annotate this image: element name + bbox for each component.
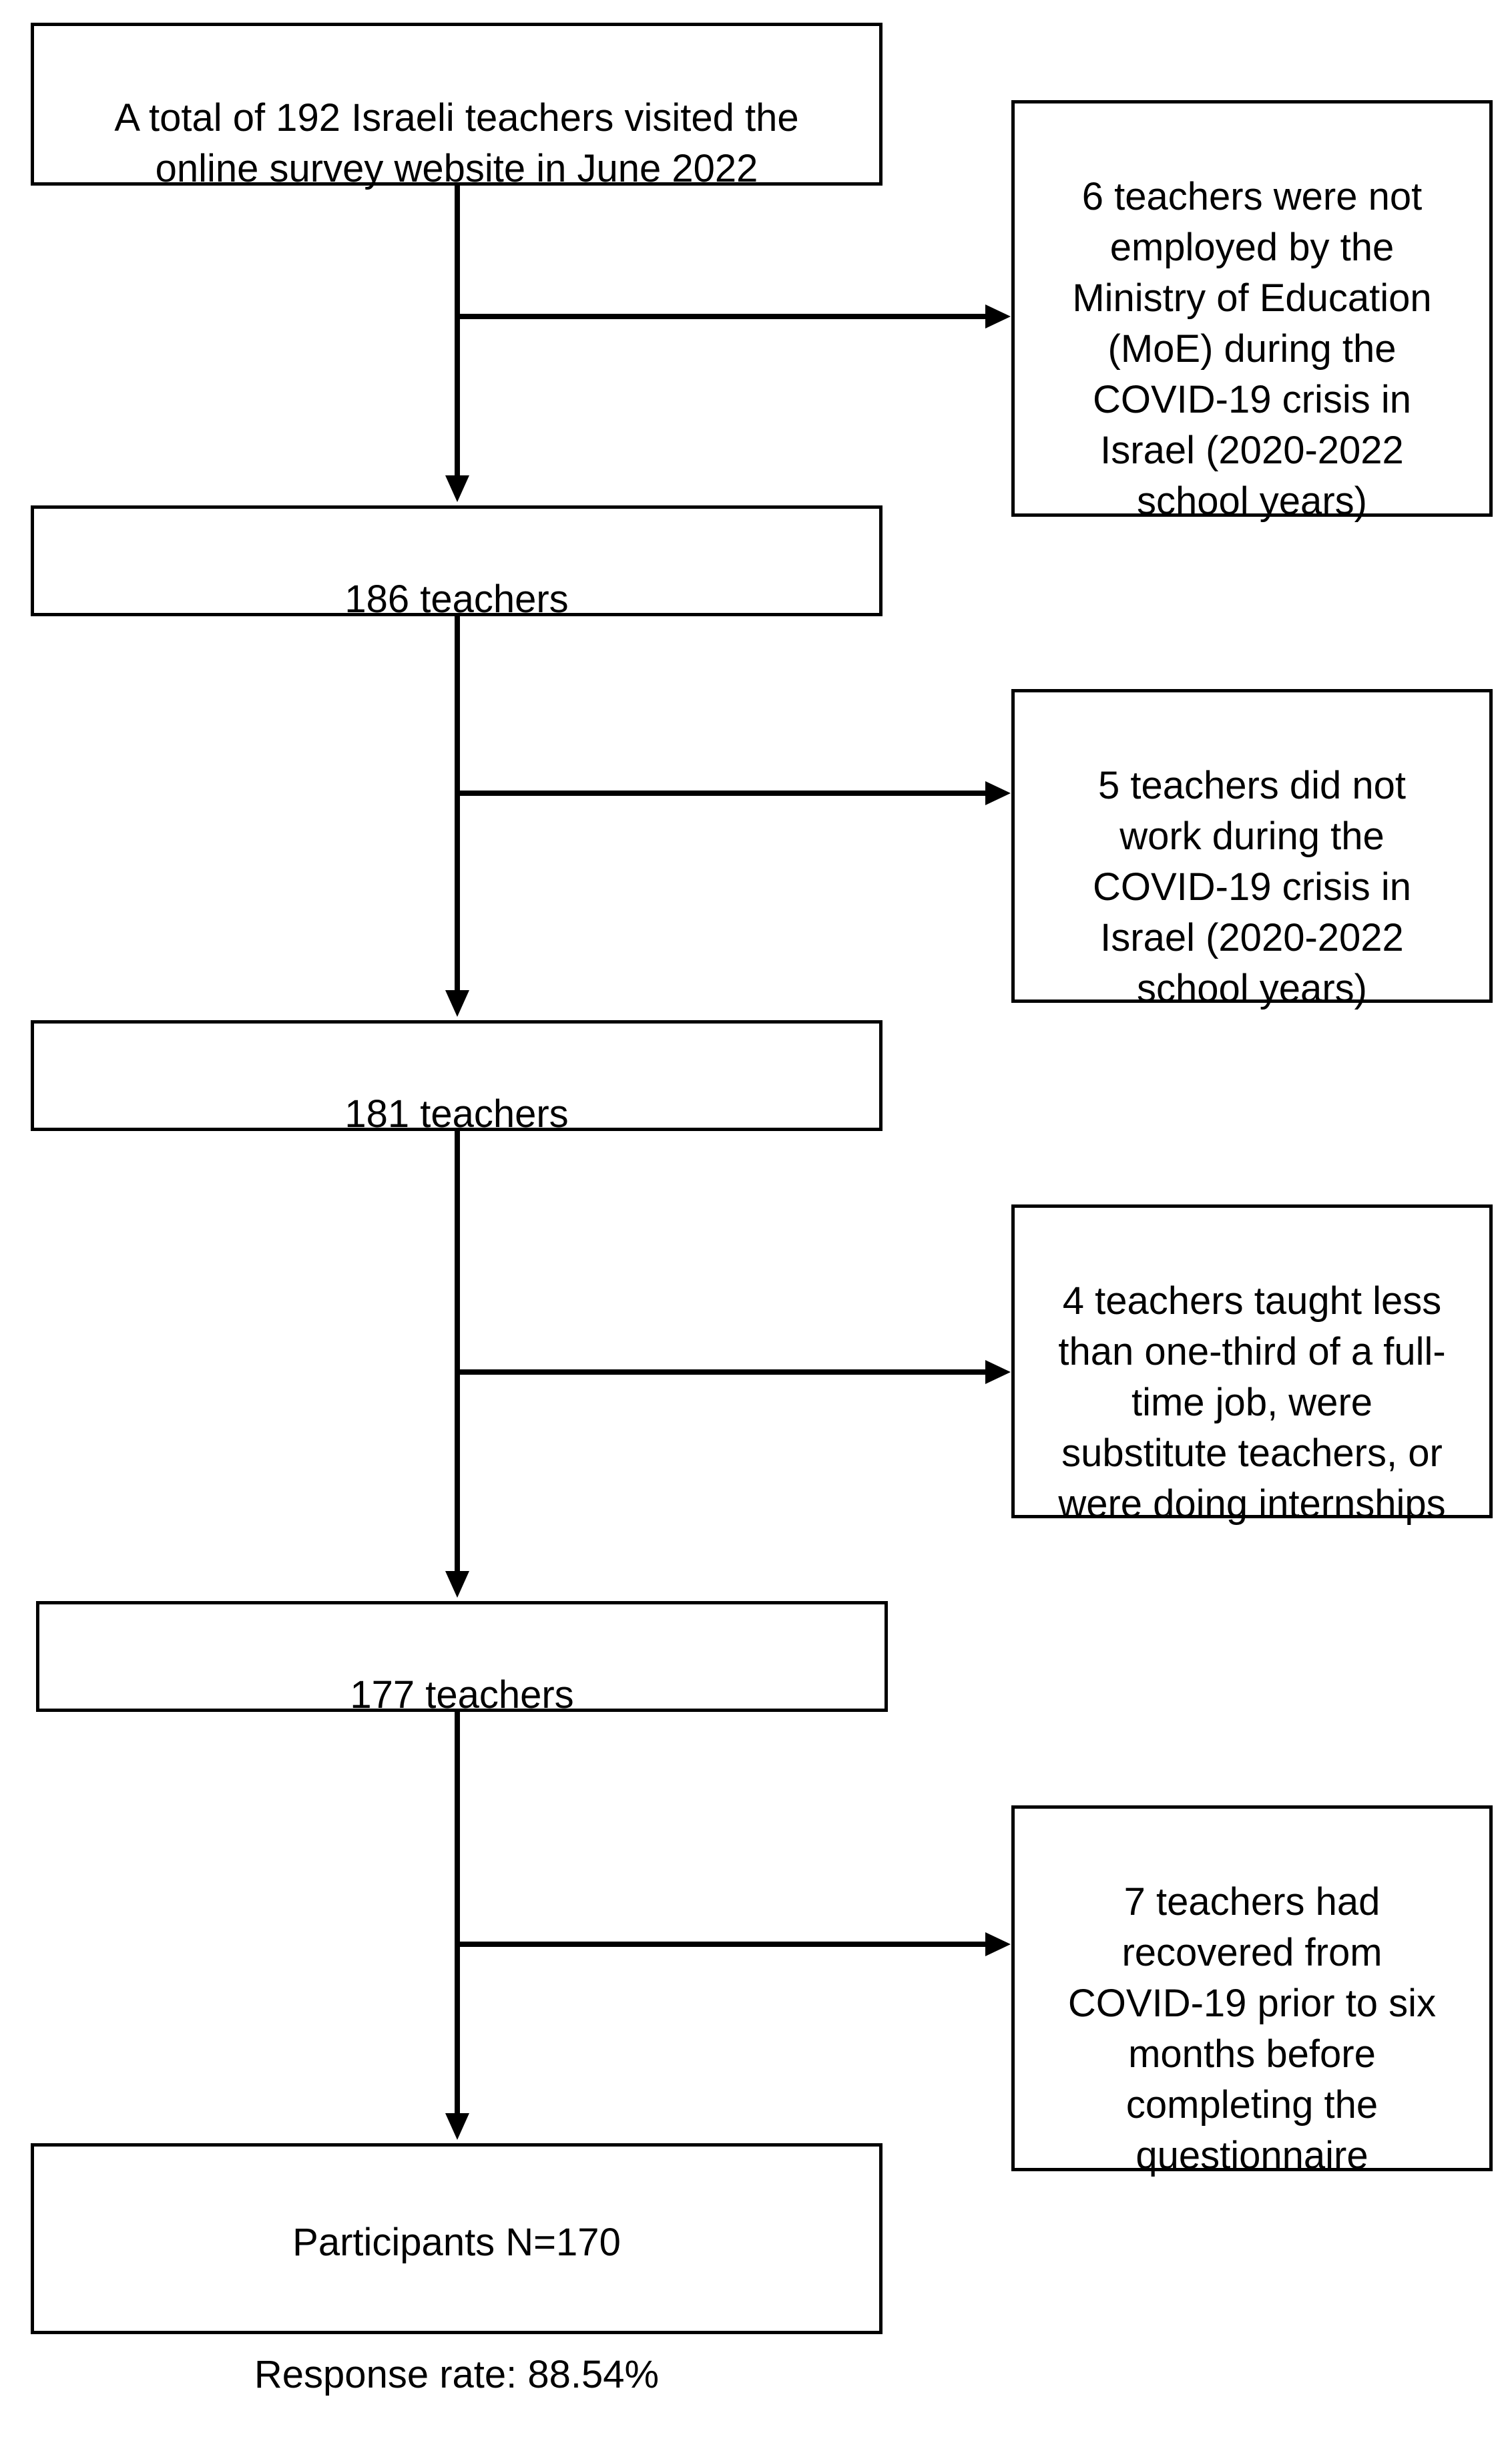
- arrowhead-to-177: [445, 1571, 469, 1598]
- step-186-box: 186 teachers: [31, 505, 883, 621]
- arrowhead-to-exclusion-4: [985, 1932, 1011, 1956]
- exclusion-box-2: 5 teachers did not work during the COVID…: [1011, 689, 1493, 1010]
- response-rate-text: Response rate: 88.54%: [254, 2353, 660, 2396]
- exclusion-box-3: 4 teachers taught less than one-third of…: [1011, 1204, 1493, 1526]
- participants-text: Participants N=170: [292, 2221, 621, 2264]
- exclusion-text-1: 6 teachers were not employed by the Mini…: [1072, 175, 1432, 523]
- arrowhead-to-186: [445, 475, 469, 502]
- arrowhead-to-exclusion-1: [985, 304, 1011, 328]
- arrowhead-to-exclusion-2: [985, 781, 1011, 805]
- arrowhead-to-181: [445, 990, 469, 1017]
- step-181-text: 181 teachers: [344, 1092, 569, 1136]
- flow-connectors: [445, 186, 1011, 2140]
- exclusion-text-2: 5 teachers did not work during the COVID…: [1093, 764, 1411, 1010]
- arrowhead-to-exclusion-3: [985, 1360, 1011, 1384]
- exclusion-text-3: 4 teachers taught less than one-third of…: [1058, 1279, 1446, 1526]
- start-text: A total of 192 Israeli teachers visited …: [114, 96, 799, 190]
- step-177-box: 177 teachers: [36, 1601, 888, 1717]
- arrowhead-to-final: [445, 2113, 469, 2140]
- exclusion-box-1: 6 teachers were not employed by the Mini…: [1011, 100, 1493, 523]
- step-181-box: 181 teachers: [31, 1020, 883, 1136]
- step-177-text: 177 teachers: [350, 1673, 574, 1717]
- participants-box: Participants N=170 Response rate: 88.54%: [31, 2143, 883, 2396]
- start-box: A total of 192 Israeli teachers visited …: [31, 23, 883, 190]
- exclusion-box-4: 7 teachers had recovered from COVID-19 p…: [1011, 1805, 1493, 2177]
- exclusion-text-4: 7 teachers had recovered from COVID-19 p…: [1067, 1880, 1437, 2177]
- step-186-text: 186 teachers: [344, 578, 569, 621]
